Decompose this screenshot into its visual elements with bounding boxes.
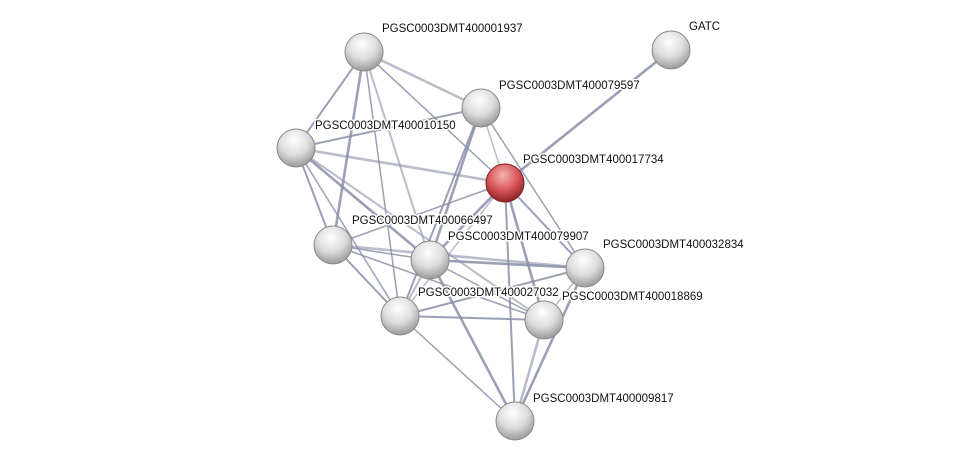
node-label: GATC [689, 21, 720, 33]
edge-n32834-n9817[interactable] [513, 266, 587, 423]
node-gatc[interactable]: GATC [651, 20, 722, 70]
edge-n79907-n18869[interactable] [429, 259, 545, 321]
edge-n79597-n79907[interactable] [428, 106, 483, 262]
node-sphere[interactable] [410, 240, 450, 280]
node-label: PGSC0003DMT400010150 [315, 120, 456, 132]
node-sphere[interactable] [380, 296, 420, 336]
node-n18869[interactable]: PGSC0003DMT400018869 [524, 290, 704, 340]
edge-n1937-n66497[interactable] [331, 50, 366, 247]
node-sphere[interactable] [651, 30, 691, 70]
node-sphere[interactable] [524, 300, 564, 340]
edge-n10150-n18869[interactable] [295, 147, 545, 321]
node-n17734[interactable]: PGSC0003DMT400017734 [485, 153, 666, 203]
edge-n27032-n9817[interactable] [399, 315, 516, 422]
edge-n1937-n79597[interactable] [362, 50, 483, 110]
query-node-sphere[interactable] [485, 163, 525, 203]
node-label: PGSC0003DMT400009817 [533, 393, 674, 405]
node-n1937[interactable]: PGSC0003DMT400001937 [344, 22, 524, 72]
edge-n10150-n17734[interactable] [294, 146, 507, 185]
edge-n1937-n79907[interactable] [363, 51, 431, 261]
node-n10150[interactable]: PGSC0003DMT400010150 [276, 119, 457, 168]
node-label: PGSC0003DMT400018869 [562, 291, 703, 303]
node-sphere[interactable] [565, 248, 605, 288]
node-n79907[interactable]: PGSC0003DMT400079907 [410, 230, 590, 280]
node-label: PGSC0003DMT400001937 [382, 23, 523, 35]
edge-n10150-n79907[interactable] [294, 146, 432, 262]
edge-n79597-n27032[interactable] [399, 107, 482, 317]
node-label: PGSC0003DMT400032834 [603, 239, 744, 251]
edge-n1937-n10150[interactable] [295, 51, 365, 149]
node-label: PGSC0003DMT400079907 [448, 231, 589, 243]
node-sphere[interactable] [313, 225, 353, 265]
node-n32834[interactable]: PGSC0003DMT400032834 [565, 238, 746, 288]
node-label: PGSC0003DMT400066497 [352, 215, 493, 227]
nodes-layer: PGSC0003DMT400001937 GATC PGSC0003DMT40007… [276, 20, 746, 441]
node-n79597[interactable]: PGSC0003DMT400079597 [461, 79, 641, 128]
edge-n79597-n10150[interactable] [295, 107, 482, 149]
node-label: PGSC0003DMT400027032 [418, 287, 559, 299]
edge-n17734-n18869[interactable] [503, 181, 546, 322]
node-n66497[interactable]: PGSC0003DMT400066497 [313, 214, 494, 265]
edge-n17734-n27032[interactable] [399, 182, 506, 317]
edge-n17734-n66497[interactable] [332, 182, 506, 246]
edge-n10150-n27032[interactable] [295, 147, 401, 317]
node-n9817[interactable]: PGSC0003DMT400009817 [495, 392, 675, 441]
node-n27032[interactable]: PGSC0003DMT400027032 [380, 286, 560, 336]
node-label: PGSC0003DMT400017734 [523, 154, 664, 166]
node-label: PGSC0003DMT400079597 [499, 80, 640, 92]
edge-n1937-n27032[interactable] [363, 51, 401, 317]
node-sphere[interactable] [276, 128, 316, 168]
node-sphere[interactable] [495, 401, 535, 441]
edge-n32834-n27032[interactable] [399, 267, 586, 317]
node-sphere[interactable] [344, 32, 384, 72]
edge-n79907-n9817[interactable] [428, 258, 517, 423]
edge-n27032-n18869[interactable] [399, 315, 545, 321]
edge-n79907-n32834[interactable] [428, 258, 587, 270]
edge-n66497-n32834[interactable] [331, 243, 587, 270]
edge-n66497-n18869[interactable] [332, 244, 545, 321]
edge-gatc-n17734[interactable] [503, 48, 673, 185]
edge-n79597-n32834[interactable] [480, 107, 586, 269]
node-sphere[interactable] [461, 88, 501, 128]
